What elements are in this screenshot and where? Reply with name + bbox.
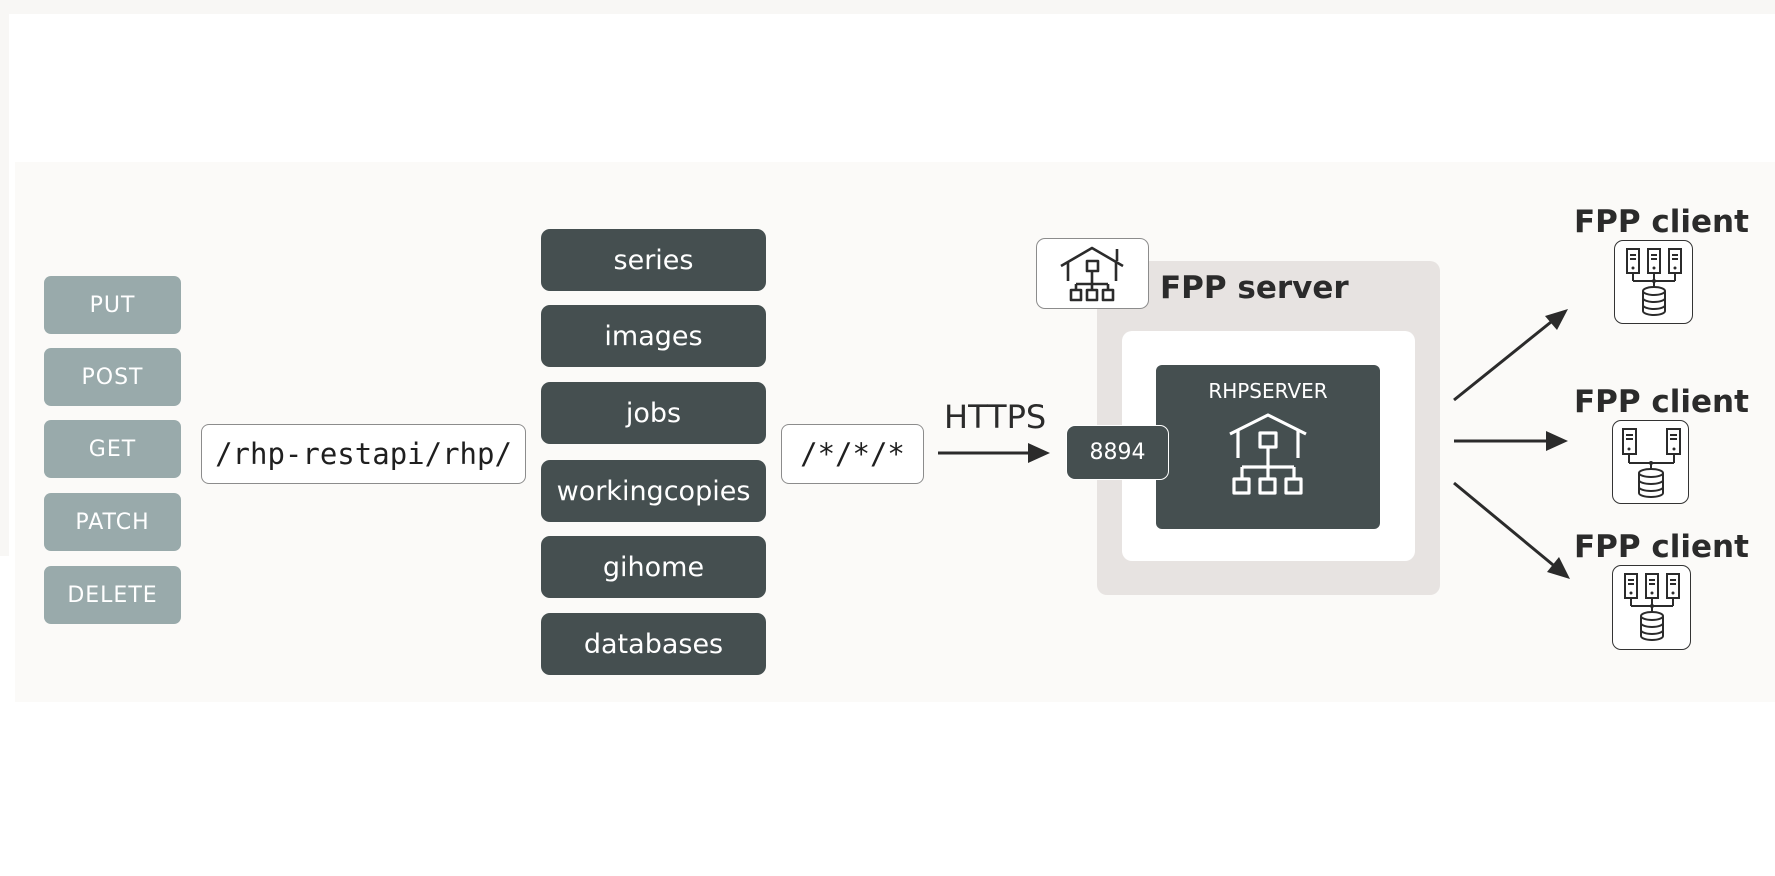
fpp-client-box-1 (1614, 240, 1693, 324)
port-badge: 8894 (1066, 425, 1169, 480)
method-patch: PATCH (44, 493, 181, 551)
fpp-client-title-3: FPP client (1574, 529, 1749, 565)
resource-gihome: gihome (541, 536, 766, 598)
three-servers-database-icon (1624, 573, 1680, 641)
base-path-box: /rhp-restapi/rhp/ (201, 424, 526, 484)
wildcard-path-box: /*/*/* (781, 424, 924, 484)
client-arrow-2-head (1546, 431, 1568, 451)
fpp-client-box-3 (1612, 565, 1691, 650)
two-servers-database-icon (1622, 428, 1681, 498)
resource-jobs: jobs (541, 382, 766, 444)
rhpserver-label: RHPSERVER (1208, 379, 1328, 403)
house-network-icon (1060, 246, 1124, 302)
house-network-icon (1229, 413, 1307, 495)
https-label: HTTPS (944, 398, 1047, 436)
fpp-server-title: FPP server (1160, 270, 1349, 306)
rhpserver-box: RHPSERVER (1156, 365, 1380, 529)
method-delete: DELETE (44, 566, 181, 624)
client-arrow-1-head (1545, 309, 1568, 330)
method-post: POST (44, 348, 181, 406)
client-arrow-3-head (1547, 557, 1570, 579)
left-background-strip (0, 0, 9, 556)
method-put: PUT (44, 276, 181, 334)
https-arrow-head (1028, 443, 1050, 463)
fpp-client-title-2: FPP client (1574, 384, 1749, 420)
client-arrow-3 (1453, 481, 1559, 571)
method-get: GET (44, 420, 181, 478)
resource-images: images (541, 305, 766, 367)
server-badge (1036, 238, 1149, 309)
top-background-strip (0, 0, 1775, 14)
client-arrow-1 (1453, 316, 1557, 402)
resource-databases: databases (541, 613, 766, 675)
resource-series: series (541, 229, 766, 291)
fpp-client-box-2 (1612, 420, 1689, 504)
fpp-client-title-1: FPP client (1574, 204, 1749, 240)
resource-workingcopies: workingcopies (541, 460, 766, 522)
three-servers-database-icon (1626, 248, 1682, 316)
